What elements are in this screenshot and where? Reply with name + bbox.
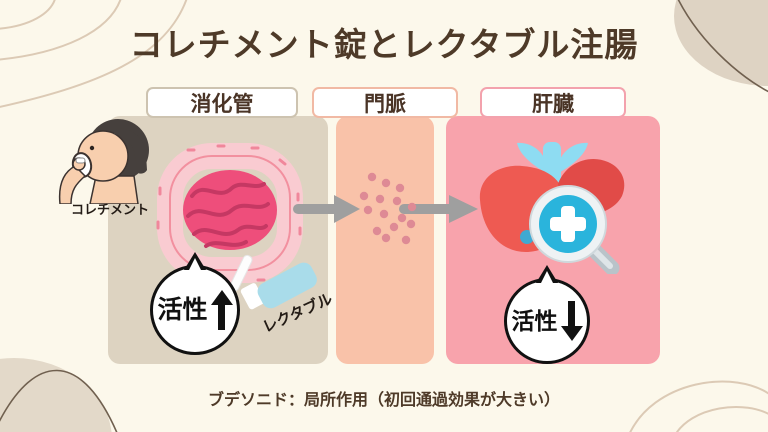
intestine-icon [156, 143, 303, 283]
section-label-digestive-tract: 消化管 [146, 87, 298, 118]
magnifier-plus-icon [529, 185, 620, 274]
speech-bubble-activity-up: 活性 [150, 252, 240, 355]
section-label-liver: 肝臓 [480, 87, 626, 118]
bubble-tail [188, 258, 202, 272]
page-title: コレチメント錠とレクタブル注腸 [129, 26, 639, 63]
speech-bubble-activity-down: 活性 [504, 265, 590, 364]
oral-drug-label: コレチメント [70, 202, 149, 217]
panel-portal-vein [336, 116, 434, 364]
up-arrow-icon [210, 290, 233, 330]
activity-up-text: 活性 [157, 295, 208, 324]
activity-down-text: 活性 [511, 307, 558, 334]
down-arrow-icon [560, 301, 583, 341]
section-label-portal-vein: 門脈 [312, 87, 458, 118]
liver-icon [479, 142, 625, 274]
person-taking-pill-icon [58, 119, 149, 204]
bubble-tail [540, 271, 554, 285]
footnote-caption: ブデソニド：局所作用（初回通過効果が大きい） [207, 392, 560, 409]
